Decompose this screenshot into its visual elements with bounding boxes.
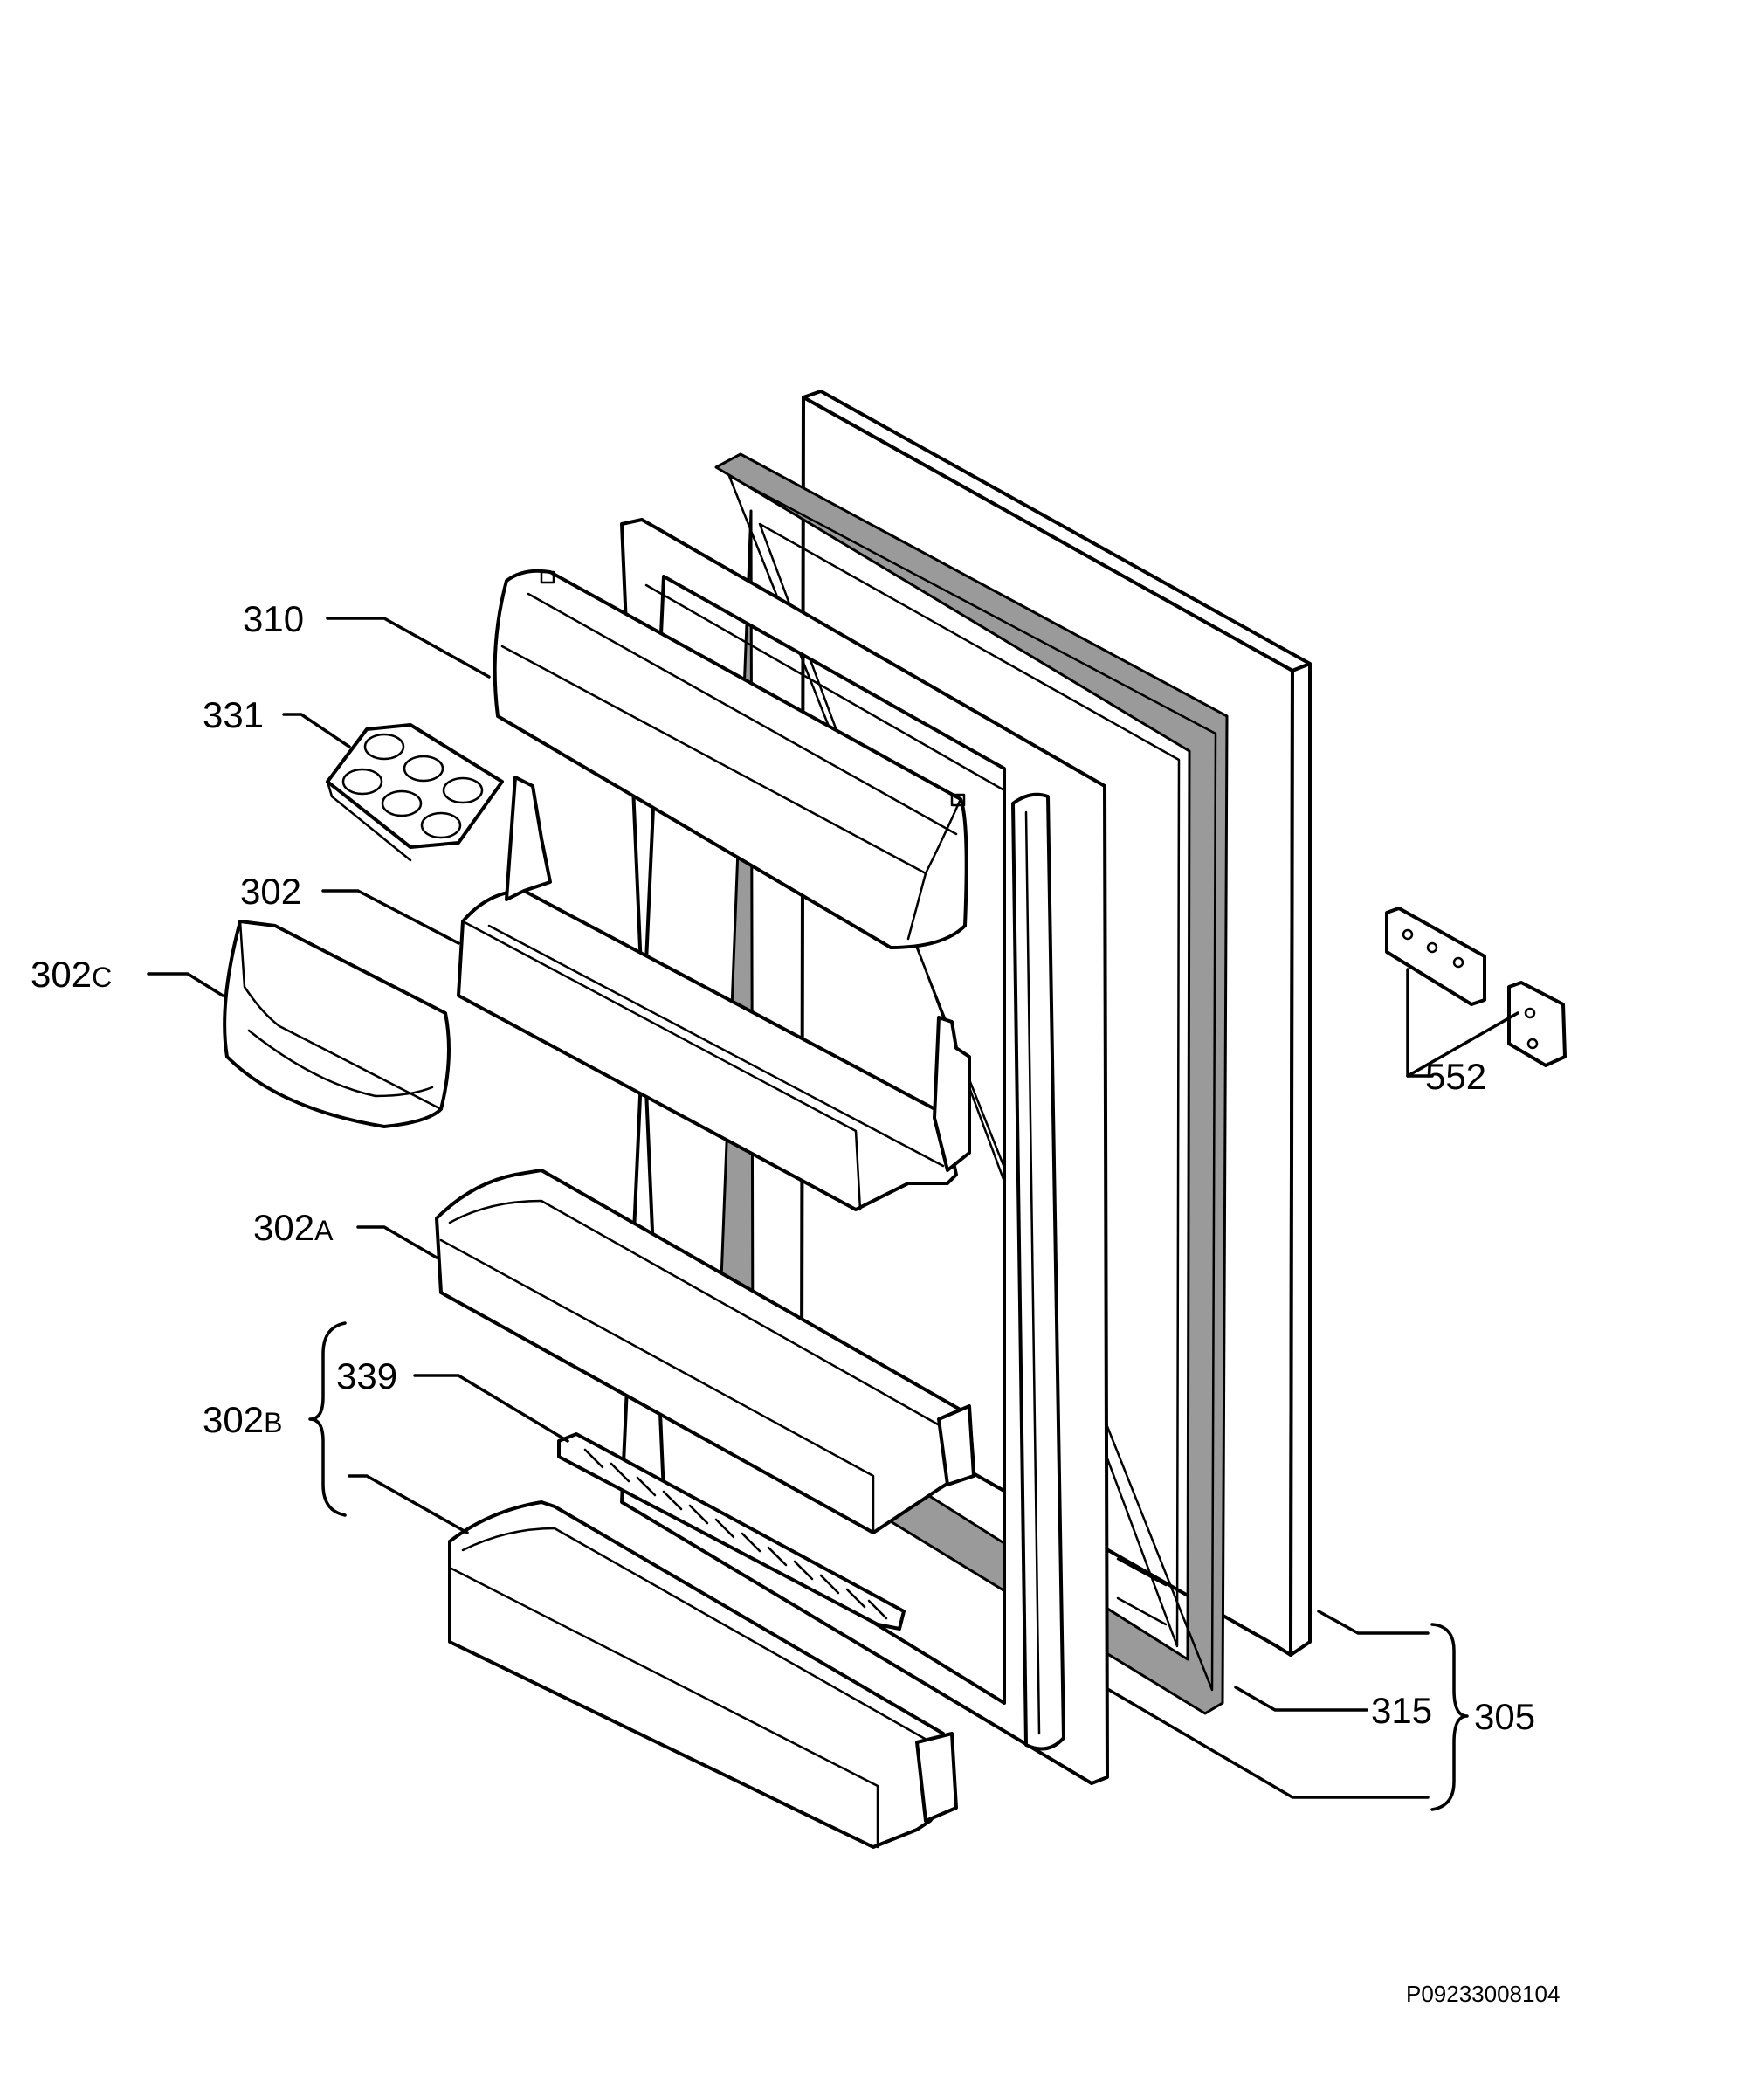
callout-310: 310 <box>243 598 304 639</box>
part-302b-lower-shelf <box>448 1500 958 1849</box>
leader-305-top <box>1317 1610 1430 1635</box>
leader-302a <box>356 1225 438 1259</box>
callout-552: 552 <box>1425 1056 1486 1097</box>
callout-302c: 302C <box>31 954 112 995</box>
part-302-door-shelf <box>457 776 971 1211</box>
leader-310 <box>326 617 491 679</box>
part-310-top-cover <box>493 569 968 949</box>
drawing-reference-number: P09233008104 <box>1406 1981 1560 2007</box>
callout-labels: 310 331 302 302C 302A 339 302B 552 315 3… <box>31 598 1535 1737</box>
part-331-egg-tray <box>326 723 504 862</box>
leader-lines <box>147 617 1519 1811</box>
callout-331: 331 <box>203 694 264 735</box>
brace-305 <box>1430 1623 1469 1811</box>
callout-315: 315 <box>1371 1690 1432 1731</box>
part-302c-small-shelf <box>223 920 451 1128</box>
callout-302b: 302B <box>203 1399 282 1440</box>
leader-552b <box>1406 1011 1519 1078</box>
callout-339: 339 <box>336 1355 397 1396</box>
callout-305: 305 <box>1474 1696 1535 1737</box>
callout-302a: 302A <box>253 1207 334 1248</box>
callout-302c-number: 302 <box>31 954 92 995</box>
callout-302a-letter: A <box>314 1215 334 1246</box>
door-inner-liner <box>620 518 1168 1785</box>
leader-302c <box>147 972 224 997</box>
leader-331 <box>282 713 351 748</box>
part-302a-door-shelf <box>435 1169 975 1534</box>
rail-slats <box>583 1448 888 1620</box>
callout-302b-number: 302 <box>203 1399 264 1440</box>
brace-302b <box>308 1321 347 1517</box>
leader-302 <box>321 889 460 945</box>
part-339-bottle-rail <box>557 1432 906 1631</box>
callout-302: 302 <box>240 871 301 912</box>
leader-339 <box>413 1374 569 1443</box>
callout-302c-letter: C <box>92 962 112 993</box>
leader-315 <box>1234 1686 1368 1712</box>
callout-302a-number: 302 <box>253 1207 314 1248</box>
leader-302b-lower <box>348 1474 469 1534</box>
leader-305-bottom <box>1107 1688 1430 1799</box>
part-552-hinge-brackets <box>1385 907 1567 1067</box>
callout-302b-letter: B <box>264 1407 282 1438</box>
